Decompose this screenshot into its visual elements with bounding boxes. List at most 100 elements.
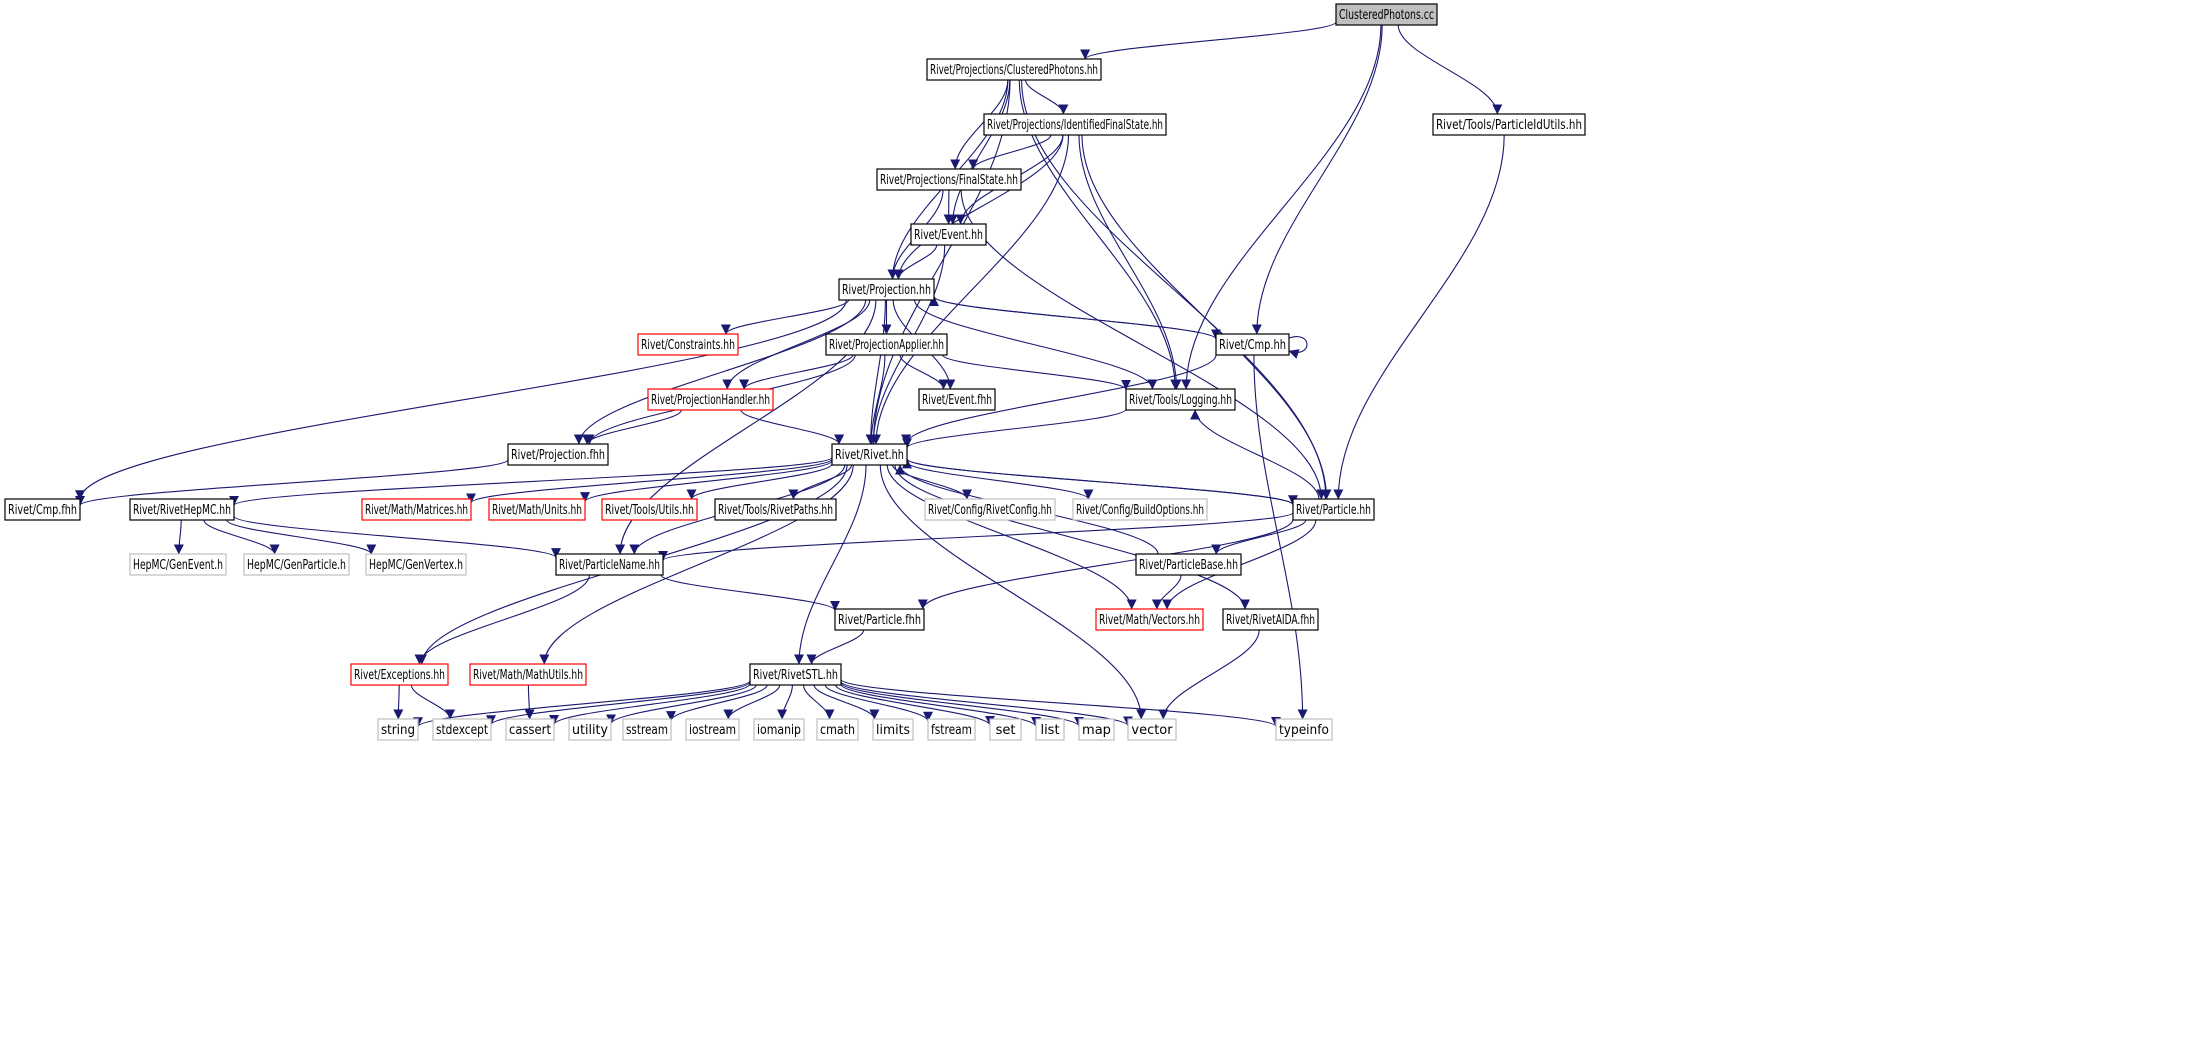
edge-rivet-stl-to-utility: [606, 684, 757, 725]
node-utility[interactable]: utility: [568, 718, 612, 741]
node-box: [1292, 498, 1375, 521]
edge-rivet-hh-to-vector: [879, 464, 1147, 720]
node-cmp-hh[interactable]: Rivet/Cmp.hh: [1215, 333, 1290, 356]
node-label: Rivet/RivetHepMC.hh: [133, 503, 231, 518]
node-label: sstream: [626, 723, 668, 738]
node-box: [555, 553, 664, 576]
node-projection-fhh[interactable]: Rivet/Projection.fhh: [507, 443, 609, 466]
node-string[interactable]: string: [377, 718, 419, 741]
edge-clustered-photons-hh-to-identified-final-state: [1025, 79, 1069, 115]
edge-cmp-hh-to-cmp-hh: [1288, 336, 1308, 359]
node-build-options[interactable]: Rivet/Config/BuildOptions.hh: [1072, 498, 1208, 521]
edge-rivet-hh-to-tools-utils: [686, 463, 833, 500]
edge-rivet-stl-to-map: [840, 682, 1084, 727]
node-cassert[interactable]: cassert: [505, 718, 555, 741]
node-label: ClusteredPhotons.cc: [1339, 8, 1434, 23]
edge-projection-handler-to-rivet-hh: [740, 409, 845, 445]
node-logging[interactable]: Rivet/Tools/Logging.hh: [1125, 388, 1236, 411]
node-cmp-fhh[interactable]: Rivet/Cmp.fhh: [4, 498, 81, 521]
node-rivet-hepmc[interactable]: Rivet/RivetHepMC.hh: [129, 498, 235, 521]
node-vector[interactable]: vector: [1127, 718, 1177, 741]
edge-particle-fhh-to-rivet-stl: [806, 629, 865, 665]
node-box: [816, 718, 859, 741]
node-label: Rivet/RivetSTL.hh: [753, 668, 838, 683]
node-math-utils[interactable]: Rivet/Math/MathUtils.hh: [469, 663, 587, 686]
node-label: Rivet/Event.hh: [914, 228, 983, 243]
node-rivet-paths[interactable]: Rivet/Tools/RivetPaths.hh: [714, 498, 837, 521]
node-event-fhh[interactable]: Rivet/Event.fhh: [918, 388, 996, 411]
node-tools-utils[interactable]: Rivet/Tools/Utils.hh: [601, 498, 698, 521]
edge-cmp-hh-to-rivet-hh: [901, 354, 1217, 445]
node-label: Rivet/Math/MathUtils.hh: [473, 668, 583, 683]
node-clustered-photons-cc[interactable]: ClusteredPhotons.cc: [1335, 3, 1438, 26]
node-vectors[interactable]: Rivet/Math/Vectors.hh: [1095, 608, 1204, 631]
node-box: [469, 663, 587, 686]
node-particle-hh[interactable]: Rivet/Particle.hh: [1292, 498, 1375, 521]
node-projection-handler[interactable]: Rivet/ProjectionHandler.hh: [647, 388, 774, 411]
node-constraints[interactable]: Rivet/Constraints.hh: [637, 333, 739, 356]
node-label: Rivet/RivetAIDA.fhh: [1226, 613, 1315, 628]
node-projection-hh[interactable]: Rivet/Projection.hh: [838, 278, 935, 301]
node-label: limits: [876, 723, 910, 738]
node-fstream[interactable]: fstream: [927, 718, 976, 741]
edge-cmp-hh-to-typeinfo: [1253, 354, 1308, 720]
node-identified-final-state[interactable]: Rivet/Projections/IdentifiedFinalState.h…: [983, 113, 1167, 136]
node-cmath[interactable]: cmath: [816, 718, 859, 741]
node-label: vector: [1131, 723, 1173, 738]
node-final-state[interactable]: Rivet/Projections/FinalState.hh: [876, 168, 1022, 191]
node-gen-particle[interactable]: HepMC/GenParticle.h: [243, 553, 350, 576]
node-iomanip[interactable]: iomanip: [753, 718, 805, 741]
node-sstream[interactable]: sstream: [622, 718, 672, 741]
edge-rivet-hh-to-units: [580, 460, 833, 503]
node-box: [924, 498, 1056, 521]
node-map[interactable]: map: [1078, 718, 1115, 741]
node-clustered-photons-hh[interactable]: Rivet/Projections/ClusteredPhotons.hh: [926, 58, 1102, 81]
edge-rivet-stl-to-list: [840, 683, 1041, 728]
node-particle-name[interactable]: Rivet/ParticleName.hh: [555, 553, 664, 576]
node-box: [647, 388, 774, 411]
node-label: Rivet/Cmp.fhh: [8, 503, 77, 518]
node-exceptions[interactable]: Rivet/Exceptions.hh: [350, 663, 449, 686]
edge-rivet-stl-to-cmath: [802, 684, 835, 720]
node-particle-base[interactable]: Rivet/ParticleBase.hh: [1135, 553, 1242, 576]
node-rivet-aida[interactable]: Rivet/RivetAIDA.fhh: [1222, 608, 1319, 631]
edge-logging-to-rivet-hh: [902, 408, 1127, 449]
node-particle-id-utils[interactable]: Rivet/Tools/ParticleIdUtils.hh: [1432, 113, 1586, 136]
node-limits[interactable]: limits: [872, 718, 914, 741]
node-label: typeinfo: [1279, 723, 1329, 738]
edge-rivet-hepmc-to-gen-vertex: [226, 519, 377, 555]
node-box: [1078, 718, 1115, 741]
node-box: [753, 718, 805, 741]
node-box: [488, 498, 586, 521]
edge-clustered-photons-cc-to-particle-id-utils: [1397, 24, 1503, 115]
node-gen-vertex[interactable]: HepMC/GenVertex.h: [365, 553, 467, 576]
node-stdexcept[interactable]: stdexcept: [432, 718, 492, 741]
node-projection-applier[interactable]: Rivet/ProjectionApplier.hh: [825, 333, 948, 356]
edge-event-hh-to-projection-hh: [893, 244, 938, 280]
node-set[interactable]: set: [989, 718, 1022, 741]
node-label: Rivet/ParticleName.hh: [559, 558, 660, 573]
node-gen-event[interactable]: HepMC/GenEvent.h: [129, 553, 227, 576]
node-label: cassert: [509, 723, 551, 738]
edge-rivet-stl-to-sstream: [666, 684, 768, 722]
edge-rivet-stl-to-typeinfo: [840, 678, 1281, 728]
node-matrices[interactable]: Rivet/Math/Matrices.hh: [361, 498, 472, 521]
node-rivet-config[interactable]: Rivet/Config/RivetConfig.hh: [924, 498, 1056, 521]
edge-rivet-stl-to-limits: [813, 684, 880, 720]
node-iostream[interactable]: iostream: [685, 718, 740, 741]
node-rivet-stl[interactable]: Rivet/RivetSTL.hh: [749, 663, 842, 686]
edge-clustered-photons-hh-to-particle-hh: [1021, 79, 1331, 500]
node-units[interactable]: Rivet/Math/Units.hh: [488, 498, 586, 521]
node-box: [243, 553, 350, 576]
node-label: set: [996, 723, 1016, 738]
node-typeinfo[interactable]: typeinfo: [1275, 718, 1333, 741]
edge-projection-hh-to-projection-handler: [722, 299, 871, 390]
node-event-hh[interactable]: Rivet/Event.hh: [910, 223, 987, 246]
edge-projection-hh-to-constraints: [720, 299, 850, 335]
node-particle-fhh[interactable]: Rivet/Particle.fhh: [834, 608, 925, 631]
node-list[interactable]: list: [1035, 718, 1065, 741]
edge-projection-hh-to-cmp-fhh: [75, 299, 847, 501]
edge-rivet-stl-to-set: [835, 684, 995, 726]
node-rivet-hh[interactable]: Rivet/Rivet.hh: [831, 443, 908, 466]
